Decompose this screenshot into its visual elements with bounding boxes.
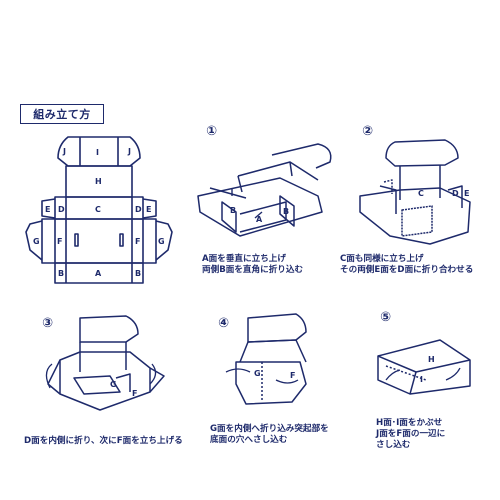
- step1-label-B: B: [230, 206, 236, 215]
- step3-illustration: [47, 315, 165, 411]
- net-label-E: E: [146, 205, 151, 214]
- step2-illustration: [359, 139, 471, 245]
- step1-illustration: [197, 143, 332, 237]
- step1-label-B: B: [283, 207, 289, 216]
- net-label-F: F: [135, 237, 140, 246]
- step4-label-F: F: [290, 371, 295, 380]
- step2-label-E: E: [464, 189, 469, 198]
- step5-number: ⑤: [380, 310, 392, 325]
- step1-number: ①: [206, 124, 218, 139]
- step1-caption: A面を垂直に立ち上げ 両側B面を直角に折り込む: [202, 254, 304, 275]
- net-label-E: E: [45, 205, 50, 214]
- step2-label-D: D: [452, 189, 459, 198]
- step4-number: ④: [218, 316, 230, 331]
- step4-label-G: G: [254, 369, 261, 378]
- net-label-F: F: [57, 237, 62, 246]
- step1-label-A: A: [256, 215, 263, 224]
- net-label-I: I: [96, 148, 99, 157]
- step2-label-C: C: [418, 189, 424, 198]
- step5-label-I: I: [420, 375, 423, 384]
- net-label-J: J: [127, 147, 131, 156]
- step3-label-G: G: [110, 380, 117, 389]
- net-label-B: B: [58, 269, 64, 278]
- step4-illustration: [235, 313, 307, 405]
- net-label-D: D: [58, 205, 65, 214]
- net-label-A: A: [95, 269, 102, 278]
- step3-label-F: F: [132, 389, 137, 398]
- net-label-D: D: [135, 205, 142, 214]
- net-label-B: B: [135, 269, 141, 278]
- step2-caption: C面も同様に立ち上げ その両側E面をD面に折り合わせる: [340, 254, 474, 275]
- step3-number: ③: [42, 316, 54, 331]
- net-label-C: C: [95, 205, 101, 214]
- step3-caption: D面を内側に折り、次にF面を立ち上げる: [24, 436, 183, 446]
- step4-caption: G面を内側へ折り込み突起部を 底面の穴へさし込む: [210, 424, 329, 445]
- step5-caption: H面･I面をかぶせ J面をF面の一辺に さし込む: [376, 418, 446, 450]
- assembly-title: 組み立て方: [20, 104, 104, 124]
- step5-label-H: H: [428, 355, 435, 364]
- step5-illustration: [377, 339, 471, 395]
- step2-number: ②: [362, 124, 374, 139]
- net-label-G: G: [33, 237, 40, 246]
- net-label-J: J: [62, 147, 66, 156]
- net-label-H: H: [95, 177, 102, 186]
- net-label-G: G: [158, 237, 165, 246]
